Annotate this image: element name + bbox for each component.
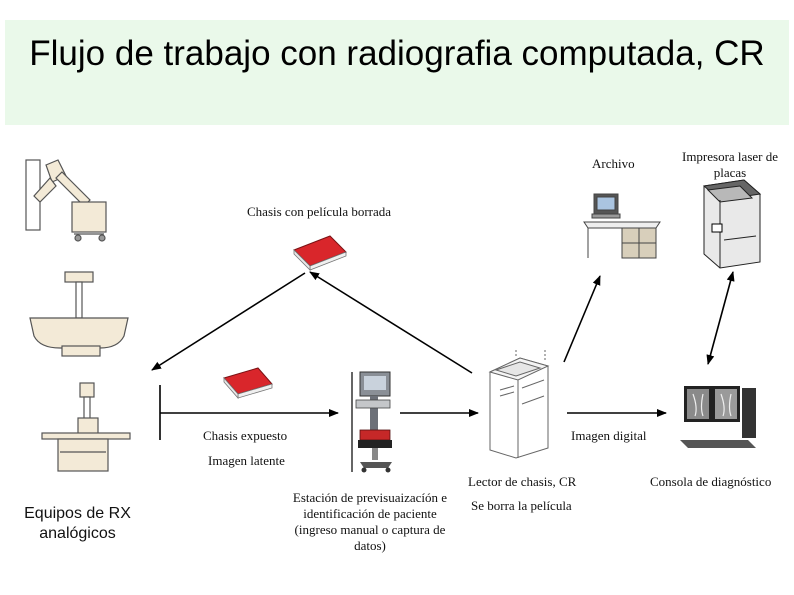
xray-stand-icon [41,382,131,472]
title-banner: Flujo de trabajo con radiografia computa… [5,20,789,125]
cassette-erased-icon [293,235,347,271]
label-equipos: Equipos de RX analógicos [24,505,131,542]
label-estacion: Estación de previsuaizacíón e identifica… [292,490,448,553]
cr-reader-icon [488,350,550,459]
label-chasis-expuesto: Chasis expuesto [203,428,288,443]
label-chasis-borrada: Chasis con película borrada [247,204,392,219]
label-impresora: Impresora laser de placas [681,149,778,180]
label-lector: Lector de chasis, CR [468,474,577,489]
arrow-reader-to-erase [309,271,473,374]
laser-printer-icon [702,179,762,269]
label-consola: Consola de diagnóstico [650,474,772,489]
label-se-borra: Se borra la película [471,498,572,513]
computer-desk-icon [583,193,661,259]
workstation-cart-icon [351,371,392,473]
cassette-exposed-icon [223,367,273,400]
diagnostic-monitor-icon [680,386,756,448]
arrow-reader-to-archive [563,275,601,363]
label-archivo: Archivo [592,156,635,171]
label-imagen-digital: Imagen digital [571,428,647,443]
xray-table-icon [29,271,129,357]
label-imagen-latente: Imagen latente [208,453,285,468]
flow-arrows [151,271,735,440]
page-title: Flujo de trabajo con radiografia computa… [29,34,765,73]
arrow-printer-console [706,271,735,365]
xray-arm-icon [25,159,107,242]
arrow-erase-to-modality [151,272,306,371]
